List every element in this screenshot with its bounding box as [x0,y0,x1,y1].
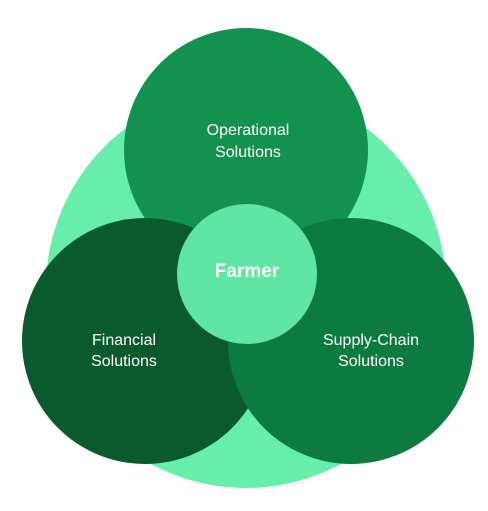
operational-solutions-label: Solutions [215,144,281,161]
operational-solutions-circle [124,28,368,272]
financial-solutions-label: Solutions [91,353,157,370]
supply-chain-label: Supply-Chain [323,332,419,349]
farmer-label: Farmer [215,261,280,282]
farmer-circle [177,204,317,344]
operational-label: Operational [207,122,290,139]
financial-label: Financial [92,332,156,349]
supply-chain-solutions-label: Solutions [338,353,404,370]
